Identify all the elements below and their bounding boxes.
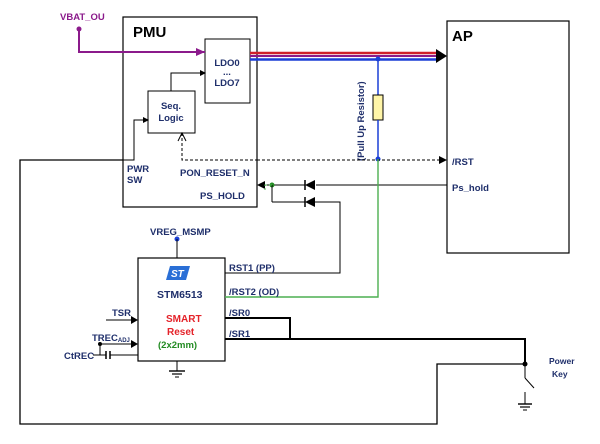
smart-label: SMART <box>166 314 202 325</box>
ldo-dots-label: ... <box>223 67 231 78</box>
pwr-sw-to-seq-wire <box>123 117 149 161</box>
seq-logic-block <box>147 90 196 134</box>
ldo-block <box>204 38 251 104</box>
ldo-top-label: LDO0 <box>214 58 239 69</box>
power-key-label-line1: Power <box>549 356 575 366</box>
rst2-green-wire <box>225 159 379 298</box>
seq-to-ldo-wire <box>170 70 206 91</box>
pon-reset-dashed-arrow <box>177 131 187 142</box>
sr1-pin-label: /SR1 <box>229 329 251 340</box>
pon-reset-dashed-wire <box>181 133 257 161</box>
ldo-bottom-label: LDO7 <box>214 78 239 89</box>
sr0-pin-label: /SR0 <box>229 308 250 319</box>
pon-reset-label: PON_RESET_N <box>180 168 250 179</box>
pwr-label: PWR <box>127 164 149 175</box>
rst2-pin-label: /RST2 (OD) <box>229 287 279 298</box>
chip-ground-icon <box>169 361 185 378</box>
seq-label-line1: Seq. <box>161 101 181 112</box>
trec-label: TRECADJ <box>92 333 130 344</box>
seq-label-line2: Logic <box>158 113 183 124</box>
ps-hold-ap-label: Ps_hold <box>452 183 489 194</box>
trec-arrow-head <box>131 340 138 348</box>
power-key-loop-wire <box>19 159 525 425</box>
ldo-bus-arrow-head <box>436 49 447 63</box>
sw-label: SW <box>127 175 142 186</box>
ps-hold-arrow-head <box>257 181 265 189</box>
power-key-label-line2: Key <box>552 369 568 379</box>
tsr-arrow-head <box>131 316 138 324</box>
rst1-pin-label: RST1 (PP) <box>229 263 275 274</box>
ctrec-label: CtREC <box>64 351 94 362</box>
svg-text:ST: ST <box>171 269 185 280</box>
ps-hold-diode-upper <box>305 180 315 190</box>
vbat-wire <box>78 29 205 53</box>
size-label: (2x2mm) <box>158 340 197 351</box>
pull-up-resistor <box>372 94 384 121</box>
sr1-wire <box>225 338 526 364</box>
vbat-label: VBAT_OU <box>60 12 105 23</box>
vbat-arrow-head <box>196 48 205 56</box>
power-key-switch-icon <box>518 364 535 411</box>
ap-block <box>446 20 570 254</box>
ps-hold-diode-lower <box>305 197 315 207</box>
stm-label: STM6513 <box>157 289 203 301</box>
pmu-label: PMU <box>133 24 166 41</box>
sr0-wire <box>225 317 291 339</box>
rst1-wire <box>225 201 341 274</box>
ps-hold-label: PS_HOLD <box>200 191 245 202</box>
st-logo-icon: ST <box>166 266 190 280</box>
ap-label: AP <box>452 28 473 45</box>
ps-hold-green-dashed <box>264 184 272 190</box>
reset-label: Reset <box>167 327 195 338</box>
tsr-label: TSR <box>112 308 131 319</box>
pull-up-label: (Pull Up Resistor) <box>356 81 367 161</box>
rst-arrow-head <box>439 156 447 164</box>
rst-ap-label: /RST <box>452 157 474 168</box>
vreg-label: VREG_MSMP <box>150 227 211 238</box>
